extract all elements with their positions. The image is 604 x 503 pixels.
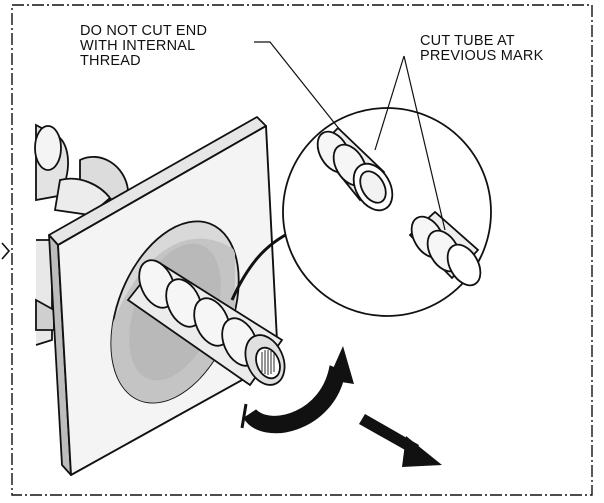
valve-tube — [126, 259, 286, 387]
rotate-arrow-icon — [240, 346, 354, 434]
callout-cut-tube: CUT TUBE AT PREVIOUS MARK — [420, 34, 543, 64]
callout-do-not-cut: DO NOT CUT END WITH INTERNAL THREAD — [80, 24, 207, 69]
callout-leaders — [254, 41, 446, 231]
detail-tube-upper — [316, 126, 394, 212]
pointer-arrow-icon — [1, 242, 11, 260]
callout-cut-tube-line2: PREVIOUS MARK — [420, 48, 544, 64]
detail-tube-lower — [408, 210, 482, 287]
callout-cut-tube-line1: CUT TUBE AT — [420, 33, 515, 49]
callout-do-not-cut-line1: DO NOT CUT END — [80, 23, 208, 39]
pull-arrow-icon — [359, 414, 442, 467]
callout-do-not-cut-line3: THREAD — [80, 53, 141, 69]
detail-magnifier — [282, 107, 492, 317]
dash-dot-frame — [11, 4, 593, 496]
callout-do-not-cut-line2: WITH INTERNAL — [80, 38, 196, 54]
valve-body — [34, 123, 129, 346]
